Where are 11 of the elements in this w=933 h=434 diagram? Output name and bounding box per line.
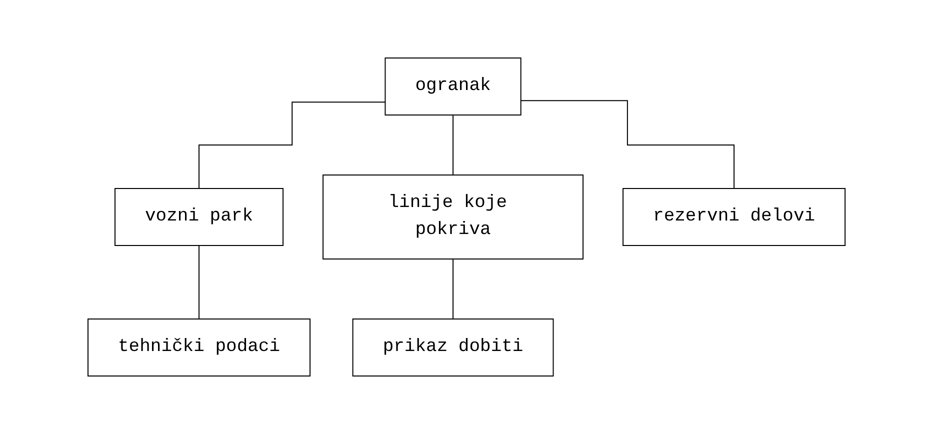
node-box: prikaz dobiti	[352, 318, 554, 376]
node-box: tehnički podaci	[87, 318, 310, 376]
connector	[198, 102, 386, 189]
connector	[452, 258, 454, 320]
connector	[452, 114, 454, 176]
node-box: rezervni delovi	[622, 188, 846, 246]
connector	[198, 245, 200, 320]
node-box: vozni park	[114, 188, 284, 246]
node-box: linije koje pokriva	[322, 174, 584, 260]
connector	[520, 100, 735, 189]
node-box: ogranak	[384, 58, 522, 116]
